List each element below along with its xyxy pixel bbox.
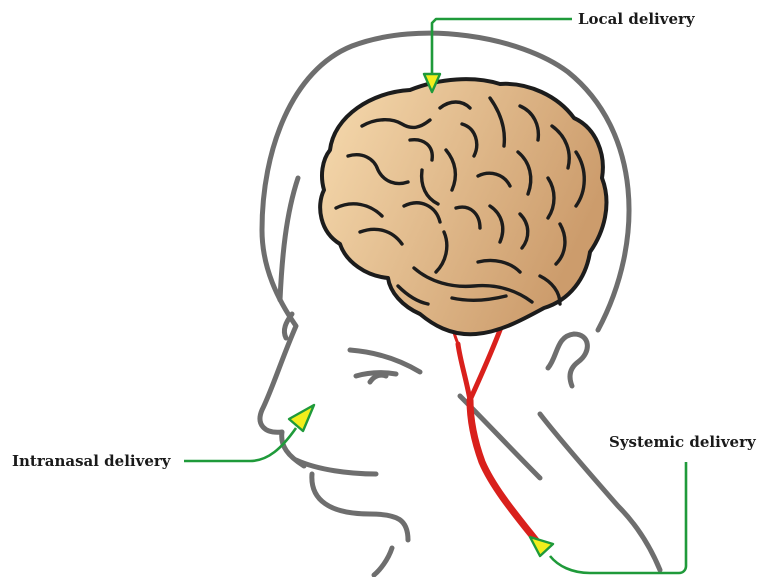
chin: [312, 474, 408, 540]
ear: [548, 334, 587, 386]
mouth: [296, 460, 376, 474]
label-local-delivery: Local delivery: [578, 10, 696, 28]
arrow-systemic-head: [530, 537, 553, 556]
eyebrow: [350, 350, 420, 372]
eye-lid: [370, 375, 386, 382]
arrow-systemic: [530, 462, 686, 573]
arrow-intranasal: [184, 405, 314, 461]
label-systemic-delivery: Systemic delivery: [609, 433, 757, 451]
arrow-intranasal-head: [289, 405, 314, 431]
arrow-local-line: [432, 19, 572, 74]
label-intranasal-delivery: Intranasal delivery: [12, 452, 172, 470]
carotid-artery: [470, 400, 542, 548]
skull-inner: [280, 178, 298, 300]
neck-front: [374, 548, 392, 575]
arrow-systemic-line: [550, 462, 686, 573]
vessel-branch-left: [458, 344, 470, 400]
brain: [320, 79, 606, 334]
